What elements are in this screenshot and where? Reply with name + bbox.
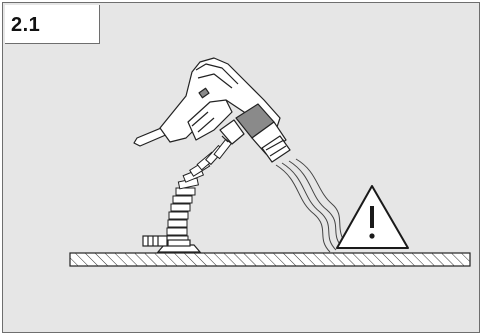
heat-waves bbox=[275, 158, 347, 253]
heat-gun-icon bbox=[133, 57, 291, 163]
work-surface bbox=[69, 252, 471, 267]
figure-label-box: 2.1 bbox=[5, 5, 100, 44]
warning-triangle-icon bbox=[336, 185, 409, 249]
illustration-panel: 2.1 bbox=[2, 2, 480, 333]
flex-hose bbox=[165, 138, 233, 244]
stand-base bbox=[142, 235, 202, 253]
figure-number: 2.1 bbox=[11, 14, 41, 36]
